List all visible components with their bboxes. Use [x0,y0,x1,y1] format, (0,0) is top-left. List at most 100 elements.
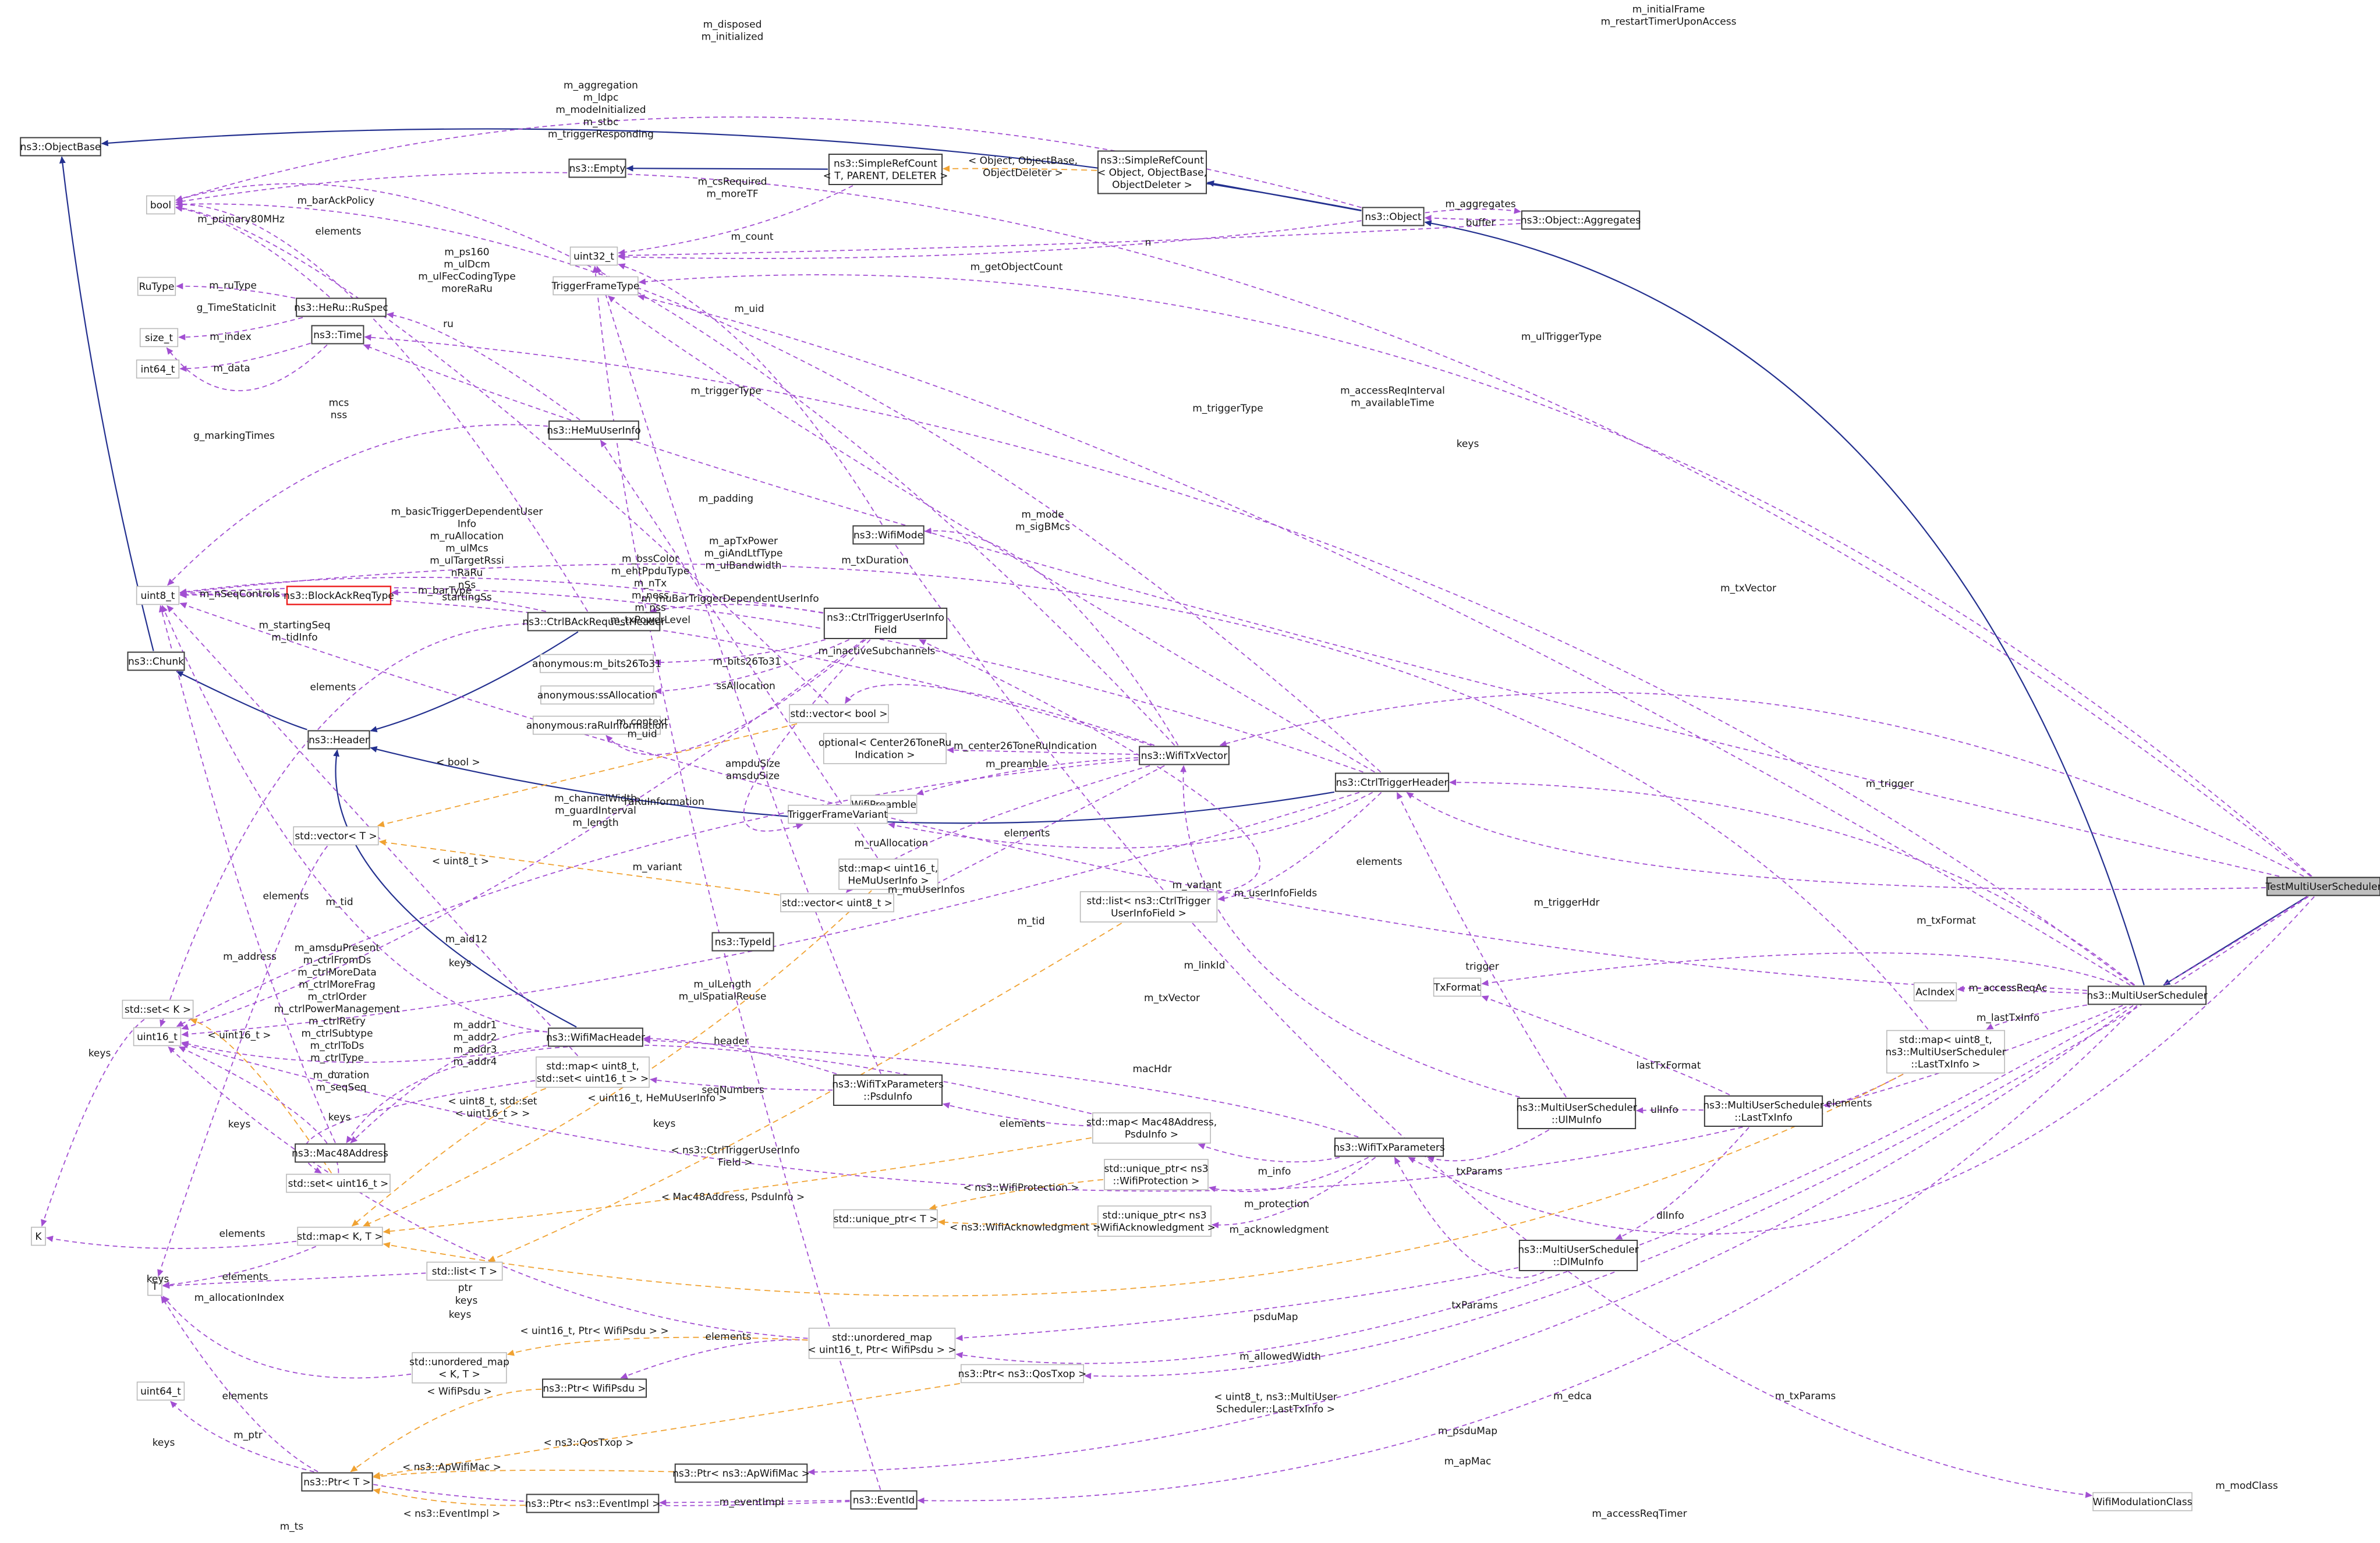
node-blockack[interactable]: ns3::BlockAckReqType [284,586,394,605]
node-box-eventid[interactable] [850,1490,918,1510]
node-box-txformat[interactable] [1433,977,1482,997]
node-anonraru[interactable]: anonymous:raRuInformation [526,715,667,735]
node-unord16psdu[interactable]: std::unordered_map< uint16_t, Ptr< WifiP… [808,1328,957,1359]
node-box-anonss[interactable] [540,685,654,705]
node-sizet[interactable]: size_t [139,328,179,347]
node-box-testmus[interactable] [2266,877,2380,896]
node-box-ptrapmac[interactable] [674,1463,808,1483]
node-box-ptrwifipsdu[interactable] [542,1378,647,1398]
node-mapu8set[interactable]: std::map< uint8_t,std::set< uint16_t > > [536,1056,650,1088]
node-acindex[interactable]: AcIndex [1913,982,1957,1002]
node-objectbase[interactable]: ns3::ObjectBase [20,137,101,157]
node-k[interactable]: K [31,1226,46,1246]
node-box-ptrevent[interactable] [526,1494,660,1513]
node-box-vectort[interactable] [293,826,379,846]
node-empty[interactable]: ns3::Empty [568,158,626,178]
node-t[interactable]: T [147,1276,162,1296]
node-vectoru8[interactable]: std::vector< uint8_t > [780,893,894,913]
node-time[interactable]: ns3::Time [311,325,364,345]
node-tftype[interactable]: TriggerFrameType [551,276,640,296]
node-box-ctheader[interactable] [1334,772,1450,792]
node-box-optional[interactable] [823,733,947,764]
node-box-uint64t[interactable] [136,1381,185,1401]
node-box-uniqack[interactable] [1097,1205,1212,1237]
node-box-uniqt[interactable] [833,1209,938,1229]
node-box-ptrt[interactable] [301,1472,373,1492]
node-uint16t[interactable]: uint16_t [133,1027,182,1047]
node-box-mapu8set[interactable] [536,1056,650,1088]
node-testmus[interactable]: TestMultiUserScheduler [2265,877,2380,896]
node-mapmacpsdu[interactable]: std::map< Mac48Address,PsduInfo > [1086,1112,1217,1144]
node-dlmu[interactable]: ns3::MultiUserScheduler::DlMuInfo [1518,1240,1639,1271]
node-srcobj[interactable]: ns3::SimpleRefCount< Object, ObjectBase,… [1097,150,1207,194]
node-box-sizet[interactable] [139,328,179,347]
node-box-aggregates[interactable] [1521,210,1641,230]
node-box-wifimode[interactable] [852,525,925,545]
node-object[interactable]: ns3::Object [1362,207,1425,226]
node-eventid[interactable]: ns3::EventId [850,1490,918,1510]
node-wifitxvector[interactable]: ns3::WifiTxVector [1139,746,1230,765]
node-box-vectorbool[interactable] [789,704,889,723]
node-wifimode[interactable]: ns3::WifiMode [852,525,925,545]
node-box-empty[interactable] [568,158,626,178]
node-box-object[interactable] [1362,207,1425,226]
node-chunk[interactable]: ns3::Chunk [127,651,185,671]
node-rutype[interactable]: RuType [137,276,176,296]
node-box-ptrqostxop[interactable] [961,1364,1085,1384]
node-box-lasttx[interactable] [1703,1095,1823,1127]
node-box-tfvariant[interactable] [788,804,888,824]
node-src[interactable]: ns3::SimpleRefCount< T, PARENT, DELETER … [823,154,948,185]
node-box-uint16t[interactable] [133,1027,182,1047]
node-box-time[interactable] [311,325,364,345]
node-unordkt[interactable]: std::unordered_map< K, T > [409,1352,509,1384]
node-anonbits[interactable]: anonymous:m_bits26To31 [532,654,661,673]
node-box-psduinfo[interactable] [833,1074,943,1106]
node-box-uint32t[interactable] [569,246,618,266]
node-box-mapu8ltx[interactable] [1886,1030,2005,1074]
node-mapkt[interactable]: std::map< K, T > [297,1226,383,1246]
node-ctheader[interactable]: ns3::CtrlTriggerHeader [1334,772,1450,792]
node-box-srcobj[interactable] [1097,150,1207,194]
node-box-int64t[interactable] [136,359,180,379]
node-setu16[interactable]: std::set< uint16_t > [286,1173,391,1193]
node-header[interactable]: ns3::Header [307,730,370,750]
node-uint32t[interactable]: uint32_t [569,246,618,266]
node-ptrwifipsdu[interactable]: ns3::Ptr< WifiPsdu > [542,1378,647,1398]
node-hemu[interactable]: ns3::HeMuUserInfo [547,420,641,440]
node-lasttx[interactable]: ns3::MultiUserScheduler::LastTxInfo [1703,1095,1824,1127]
node-ctrlback[interactable]: ns3::CtrlBAckRequestHeader [522,612,665,632]
node-box-mus[interactable] [2087,985,2207,1005]
node-box-mapmacpsdu[interactable] [1092,1112,1211,1144]
node-box-objectbase[interactable] [20,137,101,157]
node-box-ctufield[interactable] [823,608,948,639]
node-box-tftype[interactable] [552,276,639,296]
node-aggregates[interactable]: ns3::Object::Aggregates [1521,210,1641,230]
node-uint64t[interactable]: uint64_t [136,1381,185,1401]
node-box-mapkt[interactable] [297,1226,383,1246]
node-box-anonbits[interactable] [540,654,654,673]
node-setk[interactable]: std::set< K > [122,999,194,1019]
node-bool[interactable]: bool [146,195,176,215]
node-uint8t[interactable]: uint8_t [136,586,180,605]
node-tfvariant[interactable]: TriggerFrameVariant [787,804,888,824]
node-mus[interactable]: ns3::MultiUserScheduler [2087,985,2208,1005]
node-wifimacheader[interactable]: ns3::WifiMacHeader [546,1027,645,1047]
node-ptrqostxop[interactable]: ns3::Ptr< ns3::QosTxop > [958,1364,1087,1384]
node-box-blockack[interactable] [286,586,392,605]
node-box-acindex[interactable] [1913,982,1957,1002]
node-box-bool[interactable] [146,195,176,215]
node-box-unord16psdu[interactable] [808,1328,956,1359]
node-box-header[interactable] [307,730,370,750]
node-box-wifitxparams[interactable] [1334,1137,1444,1157]
node-box-uint8t[interactable] [136,586,180,605]
node-vectort[interactable]: std::vector< T > [293,826,379,846]
node-box-dlmu[interactable] [1518,1240,1638,1271]
node-uniqack[interactable]: std::unique_ptr< ns3::WifiAcknowledgment… [1093,1205,1216,1237]
node-mapu8ltx[interactable]: std::map< uint8_t,ns3::MultiUserSchedule… [1885,1030,2006,1074]
node-box-anonraru[interactable] [532,715,661,735]
node-box-chunk[interactable] [127,651,185,671]
node-heru[interactable]: ns3::HeRu::RuSpec [294,297,388,317]
